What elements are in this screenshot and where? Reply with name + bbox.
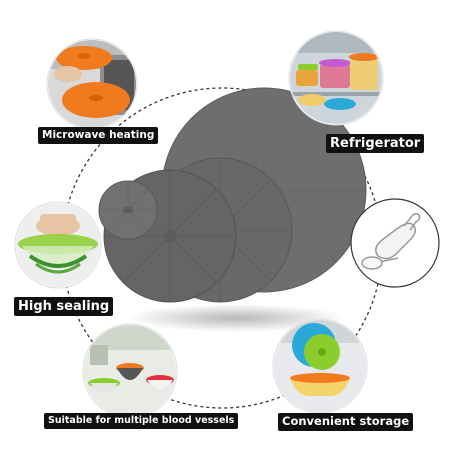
- feature-label-microwave: Microwave heating: [38, 127, 159, 144]
- silicone-lid-s: [98, 180, 158, 240]
- feature-label-storage: Convenient storage: [278, 413, 414, 431]
- stacked-containers-photo: [272, 318, 368, 414]
- lid-shadow: [126, 304, 346, 332]
- feature-label-refrigerator: Refrigerator: [326, 134, 425, 153]
- multiple-bowls-photo: [82, 323, 178, 419]
- baby-bottle-nipple-icon: [350, 198, 440, 288]
- microwave-photo: [46, 38, 138, 130]
- sealed-bowl-photo: [14, 201, 102, 289]
- feature-label-vessels: Suitable for multiple blood vessels: [44, 413, 239, 429]
- refrigerator-photo: [288, 30, 384, 126]
- feature-label-sealing: High sealing: [14, 297, 114, 316]
